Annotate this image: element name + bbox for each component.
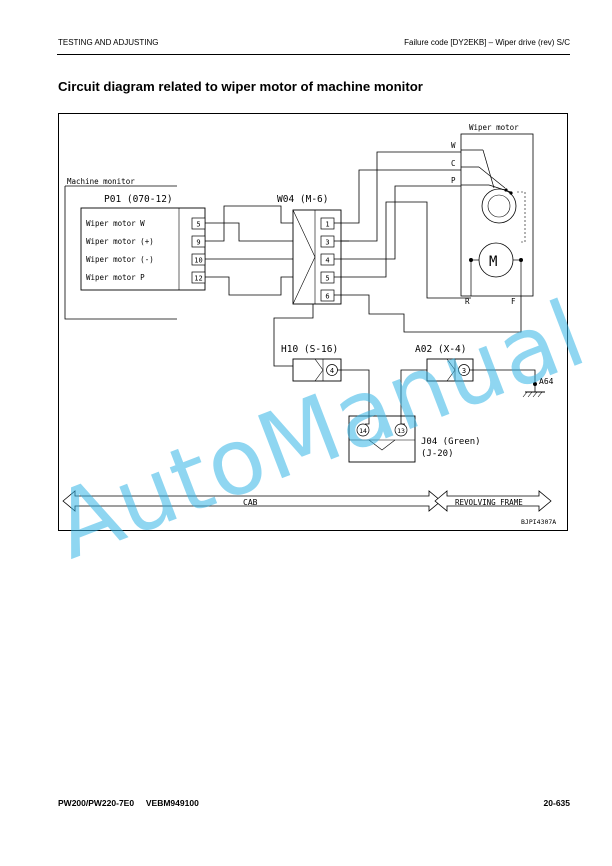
wiper-motor-label: Wiper motor: [469, 123, 519, 132]
motor-term-r: R: [465, 297, 470, 306]
motor-term-p: P: [451, 176, 456, 185]
j04-label: J04 (Green): [421, 437, 481, 447]
j04-pin: 14: [359, 427, 367, 435]
p01-label: P01 (070-12): [104, 194, 173, 205]
j04-connector: 14 13 J04 (Green) (J-20): [337, 369, 481, 463]
p01-row-name: Wiper motor (-): [86, 255, 154, 264]
h10-label: H10 (S-16): [281, 344, 338, 355]
p01-row-name: Wiper motor W: [86, 219, 145, 228]
h10-pin: 4: [330, 367, 334, 375]
h10-connector: H10 (S-16) 4: [281, 344, 342, 382]
wiper-motor-block: Wiper motor W C P M R F: [451, 123, 534, 306]
w04-connector: W04 (M-6) 1 3 4 5 6: [277, 194, 342, 305]
j04-sub-label: (J-20): [421, 449, 454, 459]
w04-pin: 5: [325, 275, 329, 283]
a02-pin: 3: [462, 367, 466, 375]
circuit-diagram: Wiper motor W C P M R F Machine monitor …: [58, 113, 568, 531]
motor-term-w: W: [451, 141, 456, 150]
header-section-title: TESTING AND ADJUSTING: [58, 38, 159, 47]
machine-monitor-label: Machine monitor: [67, 177, 135, 186]
w04-pin: 1: [325, 221, 329, 229]
w04-pin: 3: [325, 239, 329, 247]
w04-pin: 4: [325, 257, 329, 265]
w04-label: W04 (M-6): [277, 194, 328, 205]
a02-connector: A02 (X-4) 3: [415, 344, 474, 382]
motor-term-c: C: [451, 159, 456, 168]
figure-code: BJPI4307A: [521, 518, 556, 526]
footer-model: PW200/PW220-7E0 VEBM949100: [58, 798, 199, 808]
revolving-frame-label: REVOLVING FRAME: [455, 498, 523, 507]
p01-row-name: Wiper motor P: [86, 273, 145, 282]
wires: [205, 151, 522, 367]
header-failure-code: Failure code [DY2EKB] – Wiper drive (rev…: [404, 38, 570, 47]
motor-symbol: M: [489, 254, 497, 270]
page-title: Circuit diagram related to wiper motor o…: [58, 79, 423, 94]
p01-pin: 9: [196, 239, 200, 247]
p01-pin: 12: [194, 275, 202, 283]
footer-page-number: 20-635: [543, 798, 570, 808]
motor-term-f: F: [511, 297, 516, 306]
header-rule: [57, 54, 570, 55]
p01-pin: 5: [196, 221, 200, 229]
a64-ground: A64: [469, 369, 554, 398]
cab-label: CAB: [243, 498, 258, 507]
p01-pin: 10: [194, 257, 202, 265]
p01-row-name: Wiper motor (+): [86, 237, 154, 246]
zone-arrows: CAB REVOLVING FRAME: [62, 490, 552, 512]
a64-label: A64: [539, 377, 554, 386]
j04-pin: 13: [397, 427, 405, 435]
w04-pin: 6: [325, 293, 329, 301]
a02-label: A02 (X-4): [415, 344, 466, 355]
machine-monitor-block: Machine monitor P01 (070-12) Wiper motor…: [64, 177, 206, 320]
